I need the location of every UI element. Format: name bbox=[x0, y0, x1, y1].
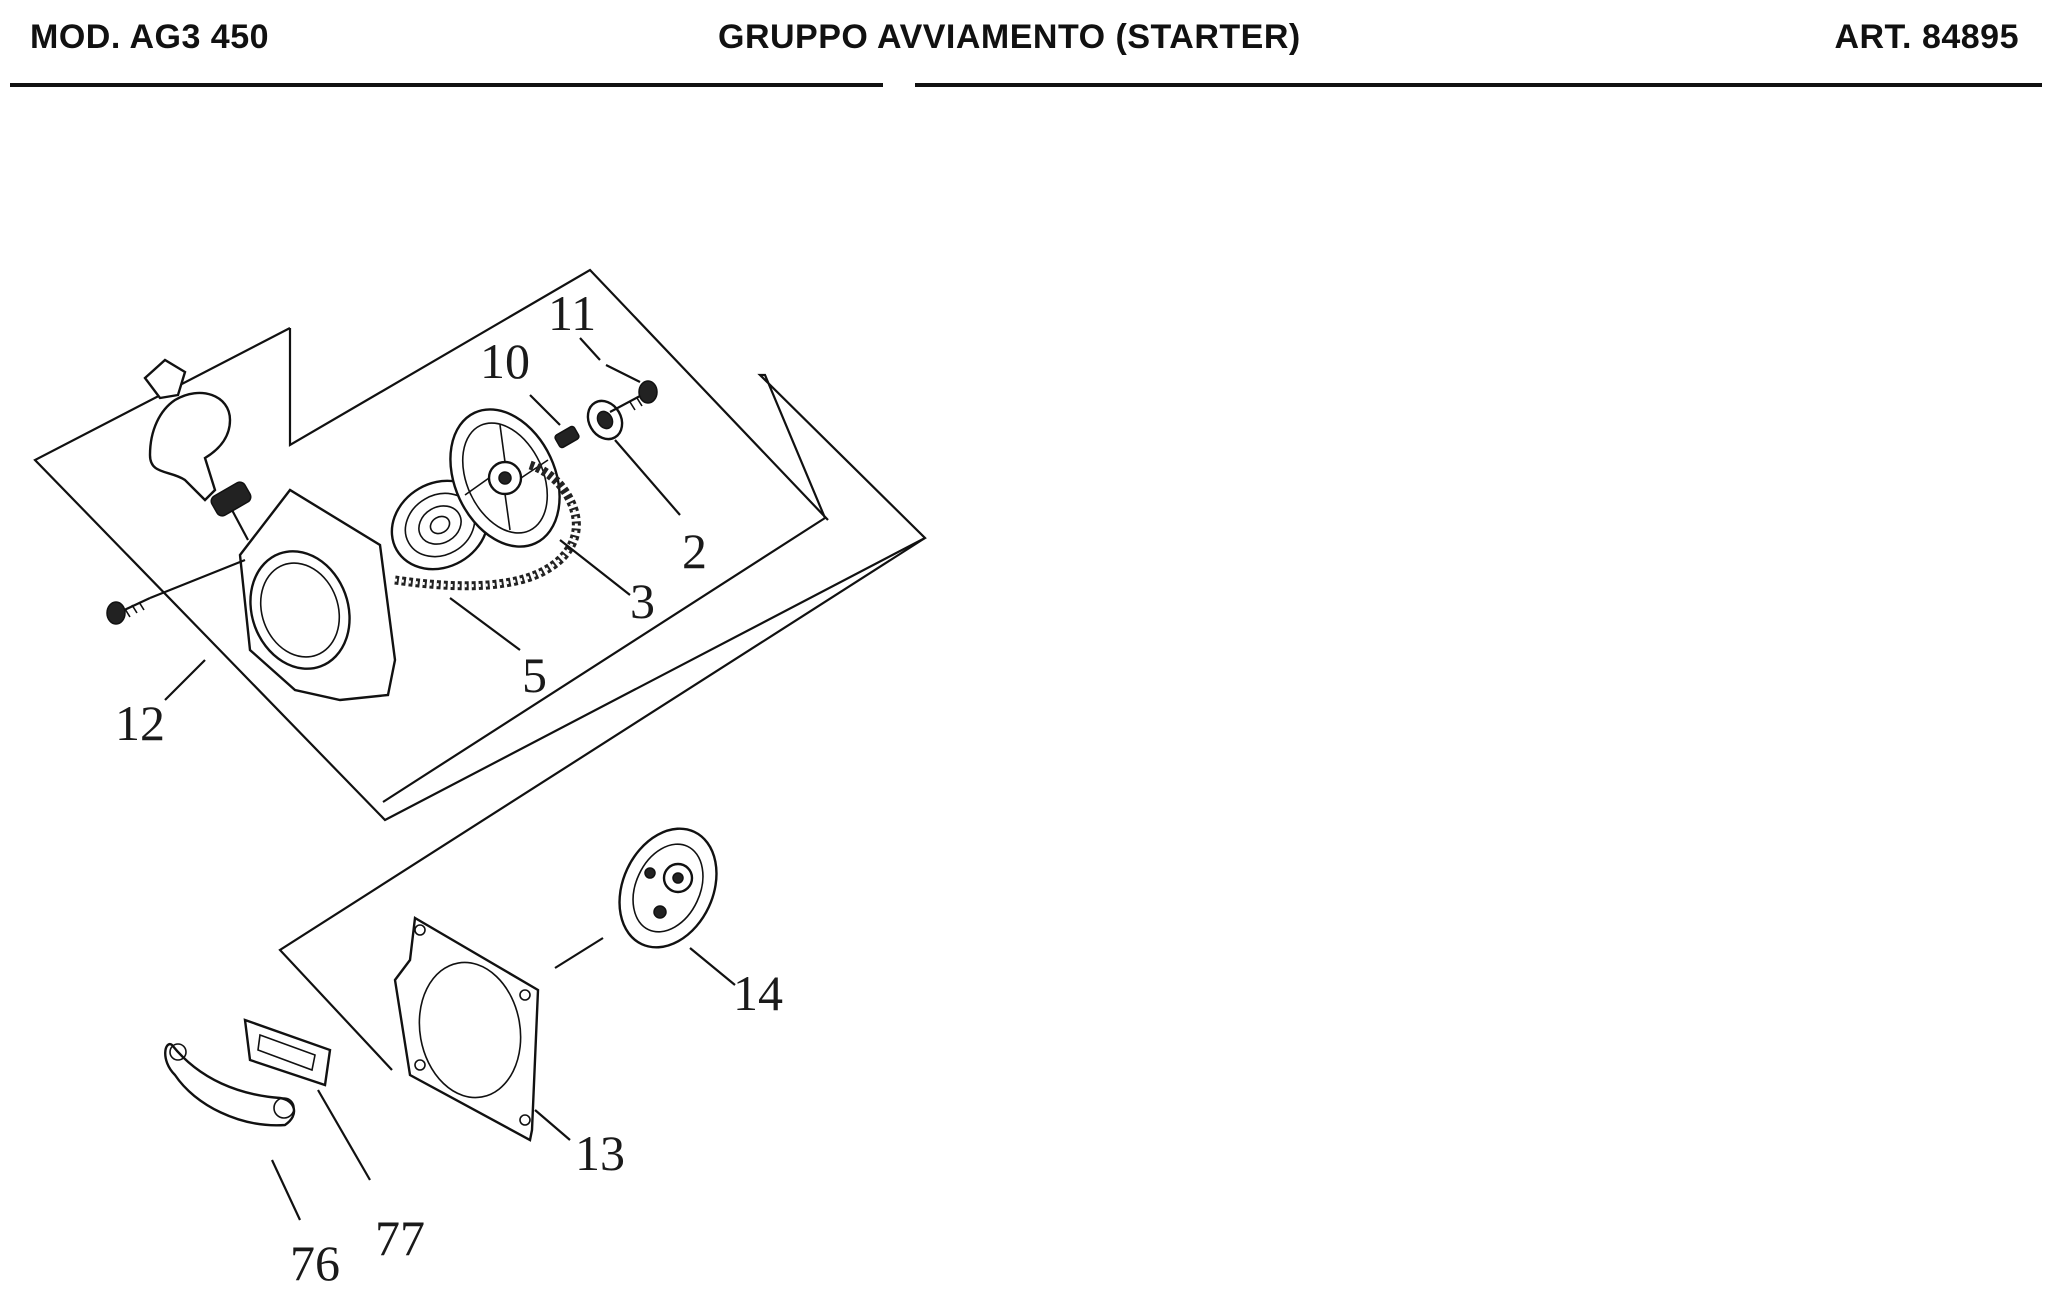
curved-bracket bbox=[164, 1043, 296, 1127]
callout-76: 76 bbox=[290, 1235, 340, 1291]
callout-2: 2 bbox=[682, 523, 707, 579]
starter-handle bbox=[143, 358, 252, 541]
callout-12: 12 bbox=[115, 695, 165, 751]
header-rule-right bbox=[915, 83, 2042, 87]
callout-10: 10 bbox=[480, 333, 530, 389]
article-number: ART. 84895 bbox=[1834, 18, 2019, 56]
callout-13: 13 bbox=[575, 1125, 625, 1181]
callout-11: 11 bbox=[548, 285, 596, 341]
small-spring bbox=[554, 425, 580, 449]
friction-washer bbox=[586, 399, 624, 441]
page-title: GRUPPO AVVIAMENTO (STARTER) bbox=[718, 18, 1301, 56]
callout-14: 14 bbox=[733, 965, 783, 1021]
header-rule-left bbox=[10, 83, 883, 87]
callout-77: 77 bbox=[375, 1210, 425, 1266]
model-label: MOD. AG3 450 bbox=[30, 18, 270, 56]
rope-pulley bbox=[449, 408, 561, 548]
callout-3: 3 bbox=[630, 573, 655, 629]
guide-wedge bbox=[243, 1018, 332, 1087]
assembly-outline-frame bbox=[288, 268, 829, 521]
screw-left bbox=[106, 597, 151, 625]
assembly-outline-upper bbox=[33, 327, 927, 822]
starter-housing bbox=[149, 488, 397, 702]
gasket-plate bbox=[393, 916, 540, 1142]
callout-5: 5 bbox=[522, 647, 547, 703]
starter-cup bbox=[554, 827, 718, 969]
starter-rope bbox=[394, 460, 581, 591]
center-screw bbox=[609, 380, 658, 413]
assembly-outline-lower bbox=[278, 537, 926, 1071]
leader-lines bbox=[164, 337, 736, 1221]
